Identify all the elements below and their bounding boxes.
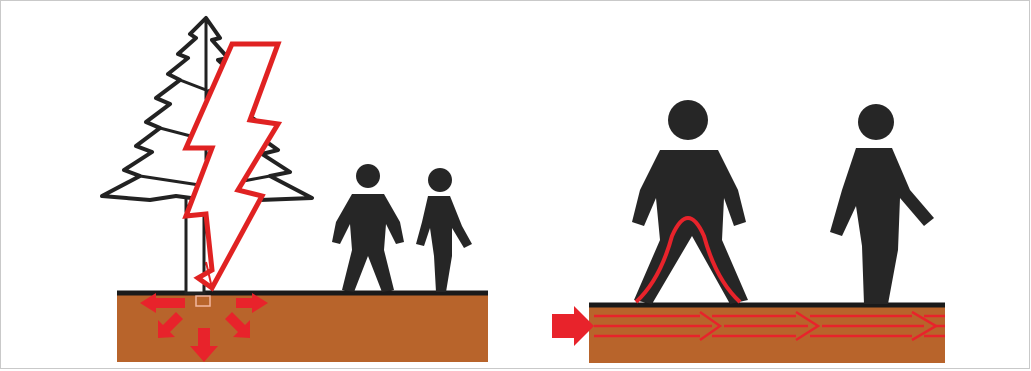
person-side-icon (416, 168, 472, 292)
person-side-large-icon (830, 104, 934, 304)
person-front-large-icon (632, 100, 748, 304)
person-front-icon (332, 164, 404, 292)
left-panel (102, 18, 488, 362)
right-panel (552, 100, 945, 363)
soil-layer-right (589, 305, 945, 363)
